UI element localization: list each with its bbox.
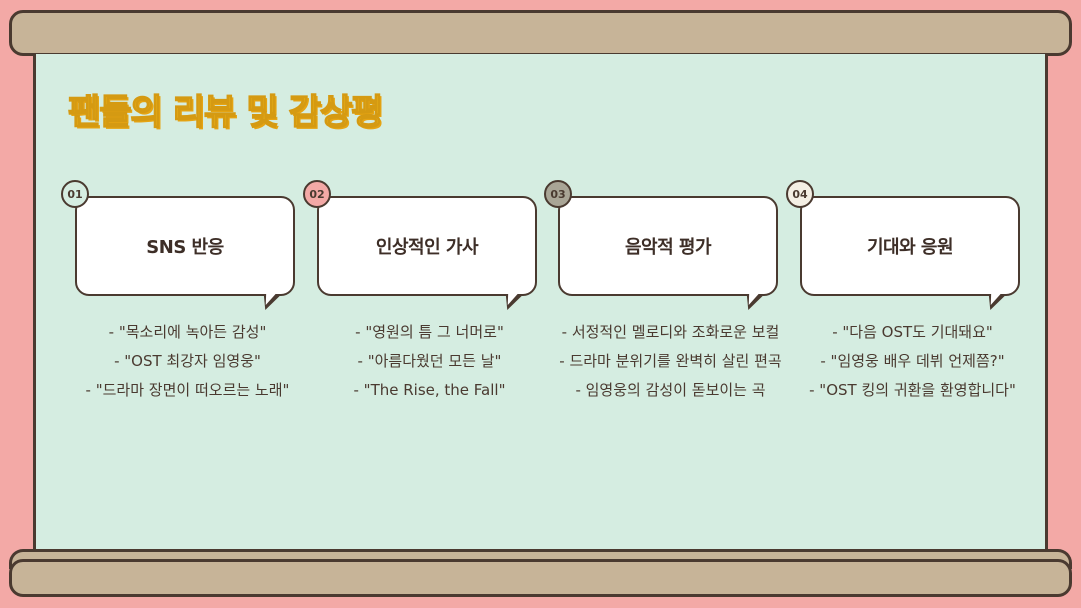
page-title: 팬들의 리뷰 및 감상평: [67, 92, 384, 134]
list-item: - 서정적인 멜로디와 조화로운 보컬: [561, 323, 780, 341]
speech-bubble: 인상적인 가사: [317, 196, 537, 296]
card-item-list: - 서정적인 멜로디와 조화로운 보컬 - 드라마 분위기를 완벽히 살린 편곡…: [558, 318, 783, 405]
card-item-list: - "영원의 틈 그 너머로" - "아름다웠던 모든 날" - "The Ri…: [317, 318, 542, 405]
speech-bubble: SNS 반응: [75, 196, 295, 296]
list-item: - "영원의 틈 그 너머로": [355, 323, 504, 341]
speech-bubble: 음악적 평가: [558, 196, 778, 296]
card-number-badge: 02: [303, 180, 331, 208]
card-heading: 인상적인 가사: [375, 237, 479, 258]
list-item: - "아름다웠던 모든 날": [357, 352, 502, 370]
list-item: - "OST 최강자 임영웅": [114, 352, 261, 370]
scroll-paper: [33, 54, 1048, 551]
card-number-badge: 01: [61, 180, 89, 208]
card-heading: SNS 반응: [146, 237, 224, 258]
list-item: - 드라마 분위기를 완벽히 살린 편곡: [559, 352, 782, 370]
list-item: - "임영웅 배우 데뷔 언제쯤?": [820, 352, 1005, 370]
scroll-top-rod: [9, 10, 1072, 56]
card-item-list: - "다음 OST도 기대돼요" - "임영웅 배우 데뷔 언제쯤?" - "O…: [800, 318, 1025, 405]
card-number-badge: 04: [786, 180, 814, 208]
list-item: - "드라마 장면이 떠오르는 노래": [85, 381, 290, 399]
speech-bubble: 기대와 응원: [800, 196, 1020, 296]
list-item: - "목소리에 녹아든 감성": [108, 323, 267, 341]
scroll-bottom-rod: [9, 559, 1072, 597]
list-item: - "The Rise, the Fall": [353, 381, 506, 399]
card-item-list: - "목소리에 녹아든 감성" - "OST 최강자 임영웅" - "드라마 장…: [75, 318, 300, 405]
card-number-badge: 03: [544, 180, 572, 208]
list-item: - "다음 OST도 기대돼요": [832, 323, 993, 341]
card-heading: 음악적 평가: [624, 237, 712, 258]
card-heading: 기대와 응원: [866, 237, 954, 258]
list-item: - 임영웅의 감성이 돋보이는 곡: [575, 381, 766, 399]
list-item: - "OST 킹의 귀환을 환영합니다": [809, 381, 1016, 399]
